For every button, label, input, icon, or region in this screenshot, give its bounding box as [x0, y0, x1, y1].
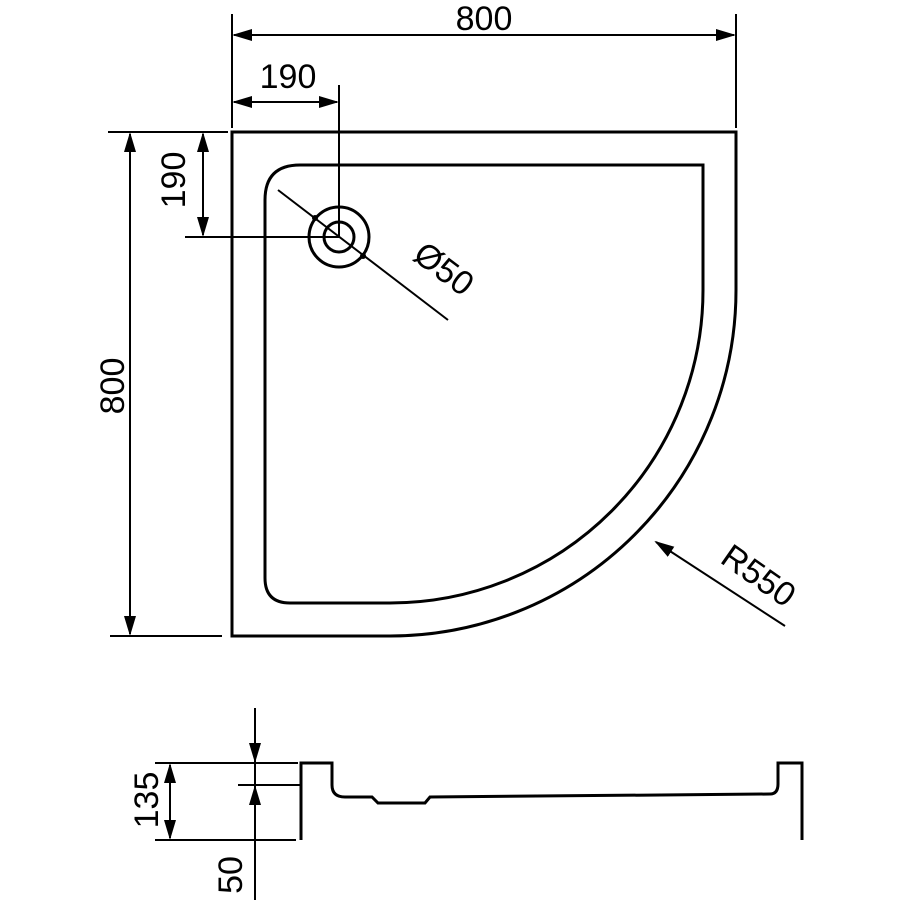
- radius-leader: [654, 540, 786, 627]
- tray-profile: [299, 761, 804, 840]
- dim-drain-x-label: 190: [260, 58, 317, 96]
- dim-drain-height-label: 50: [212, 856, 250, 894]
- drain-diameter-label: Ø50: [407, 235, 481, 304]
- tray-outer-outline: [230, 130, 738, 638]
- dim-tray-height-label: 135: [128, 772, 166, 829]
- dim-width-label: 800: [456, 0, 513, 38]
- radius-label: R550: [714, 537, 802, 615]
- tray-inner-outline: [263, 163, 705, 605]
- dim-drain-y-label: 190: [155, 152, 193, 209]
- dim-height-label: 800: [94, 358, 132, 415]
